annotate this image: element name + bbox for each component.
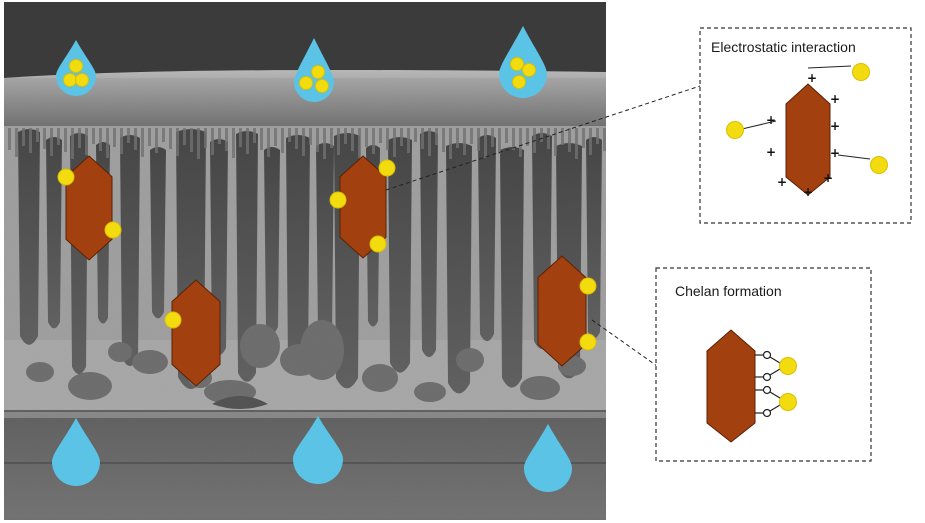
oxygen-icon (762, 372, 772, 382)
metal-ion-icon (311, 65, 325, 79)
chelation-crystal (706, 329, 756, 443)
metal-ion-icon (512, 75, 526, 89)
plus-sign: + (803, 185, 813, 199)
metal-ion-icon (579, 277, 597, 295)
water-drop-icon (524, 424, 572, 492)
connector-electrostatic (385, 85, 701, 191)
metal-ion-icon (378, 159, 396, 177)
metal-ion-icon (63, 73, 77, 87)
oxygen-icon (762, 350, 772, 360)
metal-ion-icon (57, 168, 75, 186)
plus-sign: + (823, 171, 833, 185)
adsorbent-crystal-icon (65, 155, 113, 261)
plus-sign: + (807, 71, 817, 85)
metal-ion-icon (104, 221, 122, 239)
metal-ion-icon (522, 63, 536, 77)
chelation-box-frame (655, 267, 872, 462)
water-drops (52, 26, 572, 492)
water-drop-icon (499, 26, 547, 98)
ion-icon (726, 121, 744, 139)
metal-ion-icon (579, 333, 597, 351)
oxygen-icon (762, 385, 772, 395)
plus-sign: + (777, 175, 787, 189)
plus-sign: + (830, 119, 840, 133)
plus-sign: + (766, 113, 776, 127)
plus-sign: + (830, 146, 840, 160)
chelation-box: Chelan formation (655, 267, 872, 462)
adsorbent-crystal-icon (171, 279, 221, 387)
connector-chelation (591, 319, 658, 367)
electrostatic-box: Electrostatic interaction + + + + + + + + + (699, 27, 912, 224)
ion-icon (779, 357, 797, 375)
metal-ion-icon (299, 76, 313, 90)
water-drop-icon (52, 418, 100, 486)
adsorbent-crystal-icon (339, 155, 387, 259)
positive-charges: + + + + + + + + + (766, 71, 840, 199)
zoom-connector-lines (385, 85, 701, 367)
water-drop-icon (294, 38, 334, 102)
plus-sign: + (766, 145, 776, 159)
metal-ion-icon (510, 57, 524, 71)
membrane-ions (57, 159, 597, 351)
metal-ion-icon (75, 73, 89, 87)
oxygen-icon (762, 408, 772, 418)
metal-ion-icon (69, 59, 83, 73)
chelation-box-title: Chelan formation (675, 283, 782, 299)
electrostatic-box-title: Electrostatic interaction (711, 39, 856, 55)
plus-sign: + (830, 92, 840, 106)
electrostatic-crystal (785, 83, 831, 196)
membrane-crystals (65, 155, 587, 387)
metal-ion-icon (329, 191, 347, 209)
metal-ion-icon (315, 79, 329, 93)
water-drop-icon (56, 40, 96, 96)
ion-icon (779, 393, 797, 411)
electrostatic-ions (726, 63, 888, 174)
metal-ion-icon (369, 235, 387, 253)
water-drop-icon (293, 416, 343, 484)
metal-ion-icon (164, 311, 182, 329)
chelation-bonds (755, 350, 781, 418)
adsorbent-crystal-icon (537, 255, 587, 367)
ion-icon (852, 63, 870, 81)
ion-icon (870, 156, 888, 174)
